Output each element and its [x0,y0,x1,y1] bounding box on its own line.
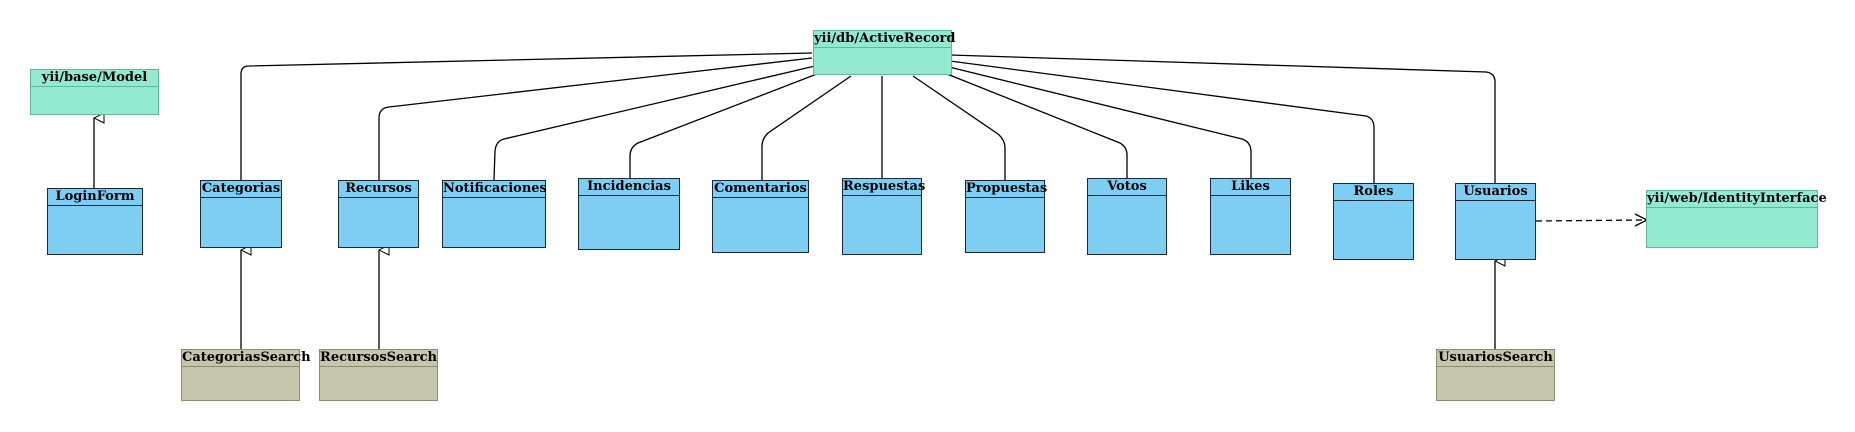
class-categorias[interactable]: Categorias [200,180,282,248]
class-recursos-title: Recursos [339,181,418,198]
class-incidencias[interactable]: Incidencias [578,178,680,250]
class-recursos-search[interactable]: RecursosSearch [319,349,438,401]
realize-identity-interface [1535,219,1646,222]
class-identity-interface-title: yii/web/IdentityInterface [1647,191,1827,208]
class-notificaciones[interactable]: Notificaciones [442,180,547,248]
class-usuarios[interactable]: Usuarios [1455,183,1536,260]
link-likes [944,65,1252,180]
class-likes[interactable]: Likes [1210,178,1291,255]
link-votos [941,71,1128,180]
class-roles-title: Roles [1334,184,1413,201]
link-roles [949,60,1375,183]
class-recursos-search-title: RecursosSearch [320,350,437,367]
class-votos-title: Votos [1088,179,1166,196]
class-incidencias-title: Incidencias [579,179,679,196]
class-propuestas[interactable]: Propuestas [965,180,1048,253]
class-respuestas[interactable]: Respuestas [842,178,926,255]
class-active-record-title: yii/db/ActiveRecord [814,31,956,48]
link-recursos [378,57,813,180]
class-identity-interface[interactable]: yii/web/IdentityInterface [1646,190,1827,248]
class-login-form-title: LoginForm [48,189,142,206]
link-usuarios [949,54,1496,183]
class-comentarios[interactable]: Comentarios [712,180,809,253]
link-notificaciones [493,65,816,181]
class-model[interactable]: yii/base/Model [30,69,159,115]
class-model-title: yii/base/Model [31,70,158,87]
link-comentarios [761,75,852,180]
class-votos[interactable]: Votos [1087,178,1167,255]
link-incidencias [629,71,823,180]
class-active-record[interactable]: yii/db/ActiveRecord [813,30,956,75]
link-categorias [240,52,813,180]
link-propuestas [912,75,1006,180]
class-respuestas-title: Respuestas [843,179,926,196]
class-login-form[interactable]: LoginForm [47,188,143,255]
class-categorias-search[interactable]: CategoriasSearch [181,349,311,401]
class-usuarios-search-title: UsuariosSearch [1437,350,1554,367]
class-recursos[interactable]: Recursos [338,180,419,248]
class-propuestas-title: Propuestas [966,181,1048,198]
class-likes-title: Likes [1211,179,1290,196]
class-roles[interactable]: Roles [1333,183,1414,260]
class-usuarios-search[interactable]: UsuariosSearch [1436,349,1555,401]
class-usuarios-title: Usuarios [1456,184,1535,201]
class-categorias-title: Categorias [201,181,281,198]
class-comentarios-title: Comentarios [713,181,808,198]
class-categorias-search-title: CategoriasSearch [182,350,311,367]
class-notificaciones-title: Notificaciones [443,181,547,198]
